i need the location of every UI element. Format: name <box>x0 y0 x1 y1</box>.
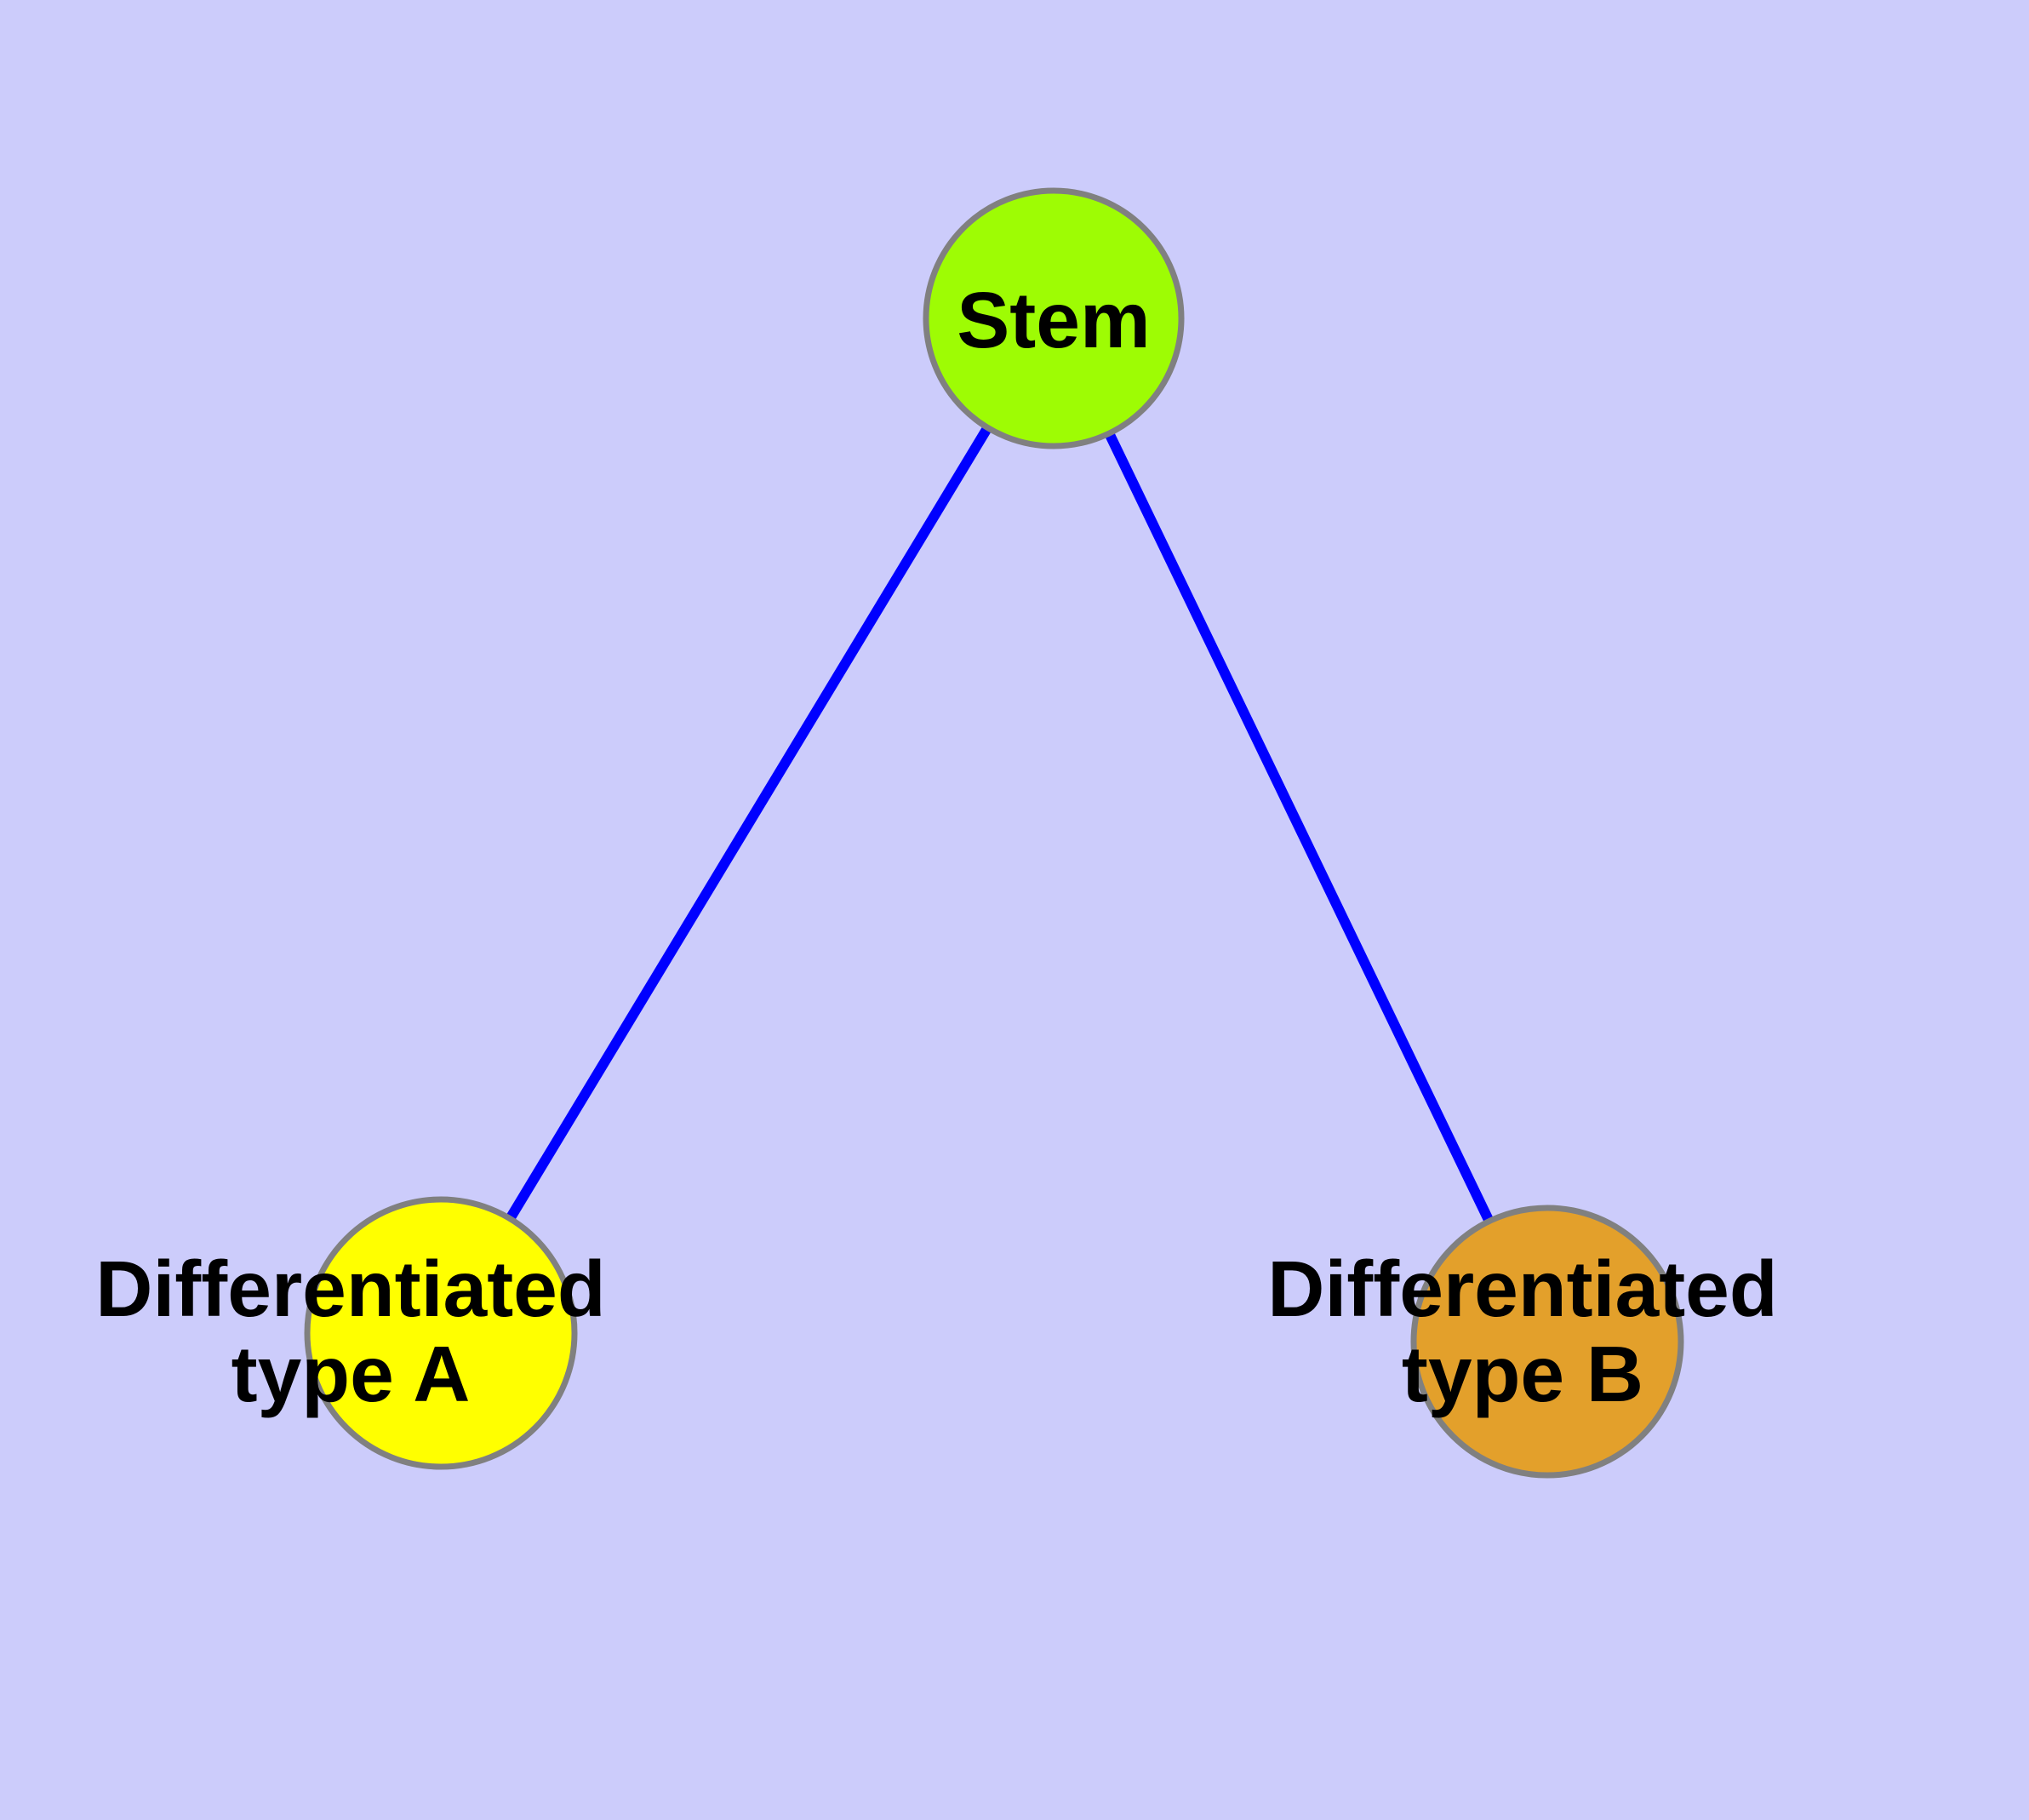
edge-stem-to-a[interactable] <box>436 315 1059 1336</box>
node-label-stem: Stem <box>957 276 1150 364</box>
node-diff-a[interactable] <box>304 1196 578 1470</box>
nodes-layer <box>304 187 1684 1479</box>
node-stem[interactable] <box>923 187 1185 449</box>
node-label-line: Stem <box>957 276 1150 364</box>
node-diff-b[interactable] <box>1410 1205 1684 1479</box>
node-label-line: Differentiated <box>1267 1245 1777 1333</box>
node-label-line: type A <box>231 1330 471 1418</box>
edge-stem-to-b[interactable] <box>1049 316 1552 1344</box>
edges-layer <box>436 315 1552 1344</box>
node-label-line: type B <box>1402 1330 1643 1418</box>
node-label-line: Differentiated <box>95 1245 605 1333</box>
